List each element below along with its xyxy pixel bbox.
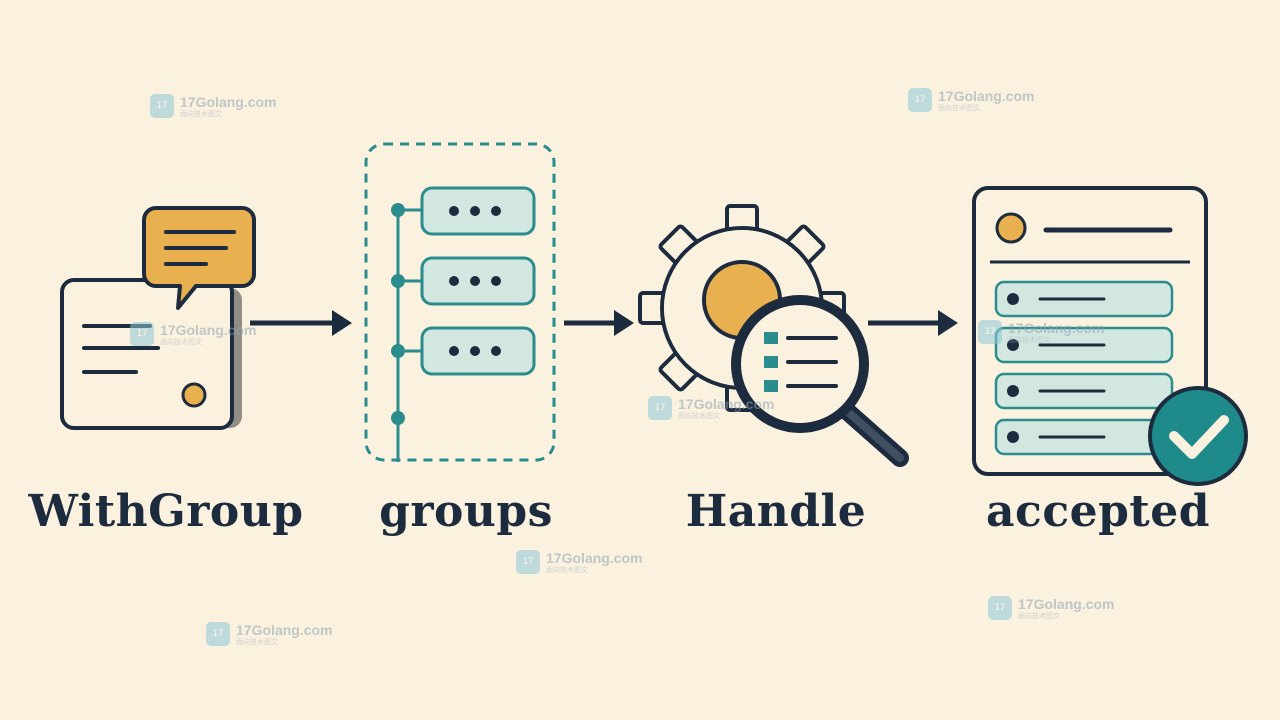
watermark-subtext: 面向技术图文 [938,103,980,112]
label-withgroup: WithGroup [28,486,304,537]
watermark-text: 17Golang.com [180,93,277,110]
accepted-item [994,326,1174,364]
group-item [391,186,536,236]
watermark-text: 17Golang.com [938,87,1035,104]
arrow-right-icon [868,310,958,336]
label-accepted: accepted [986,486,1210,537]
gear-magnifier-icon [638,204,909,467]
label-handle: Handle [685,486,867,537]
watermark-logo-icon: 17 [648,396,672,420]
watermark-text: 17Golang.com [236,621,333,638]
watermark-logo-icon: 17 [908,88,932,112]
watermark-text: 17Golang.com [1018,595,1115,612]
watermark-subtext: 面向技术图文 [1008,335,1050,344]
watermark-logo-icon: 17 [206,622,230,646]
arrow-right-icon [250,310,352,336]
group-item [391,256,536,306]
accepted-document-icon [972,186,1248,486]
watermark-subtext: 面向技术图文 [160,337,202,346]
watermark-logo-icon: 17 [150,94,174,118]
watermark-subtext: 面向技术图文 [236,637,278,646]
message-card-icon [60,206,256,430]
watermark-logo-icon: 17 [988,596,1012,620]
watermark-logo-icon: 17 [978,320,1002,344]
label-groups: groups [379,486,553,537]
accepted-item [994,372,1174,410]
watermark-text: 17Golang.com [1008,319,1105,336]
magnifier-icon [731,295,909,467]
watermark-subtext: 面向技术图文 [180,109,222,118]
watermark-text: 17Golang.com [546,549,643,566]
watermark-subtext: 面向技术图文 [546,565,588,574]
accepted-item [994,280,1174,318]
watermark-subtext: 面向技术图文 [678,411,720,420]
watermark-logo-icon: 17 [516,550,540,574]
arrow-right-icon [564,310,634,336]
watermark-text: 17Golang.com [160,321,257,338]
group-item [391,326,536,376]
watermark-subtext: 面向技术图文 [1018,611,1060,620]
accepted-item [994,418,1174,456]
group-list-icon [364,142,556,462]
watermark-text: 17Golang.com [678,395,775,412]
watermark-logo-icon: 17 [130,322,154,346]
check-badge-icon [1148,386,1248,486]
